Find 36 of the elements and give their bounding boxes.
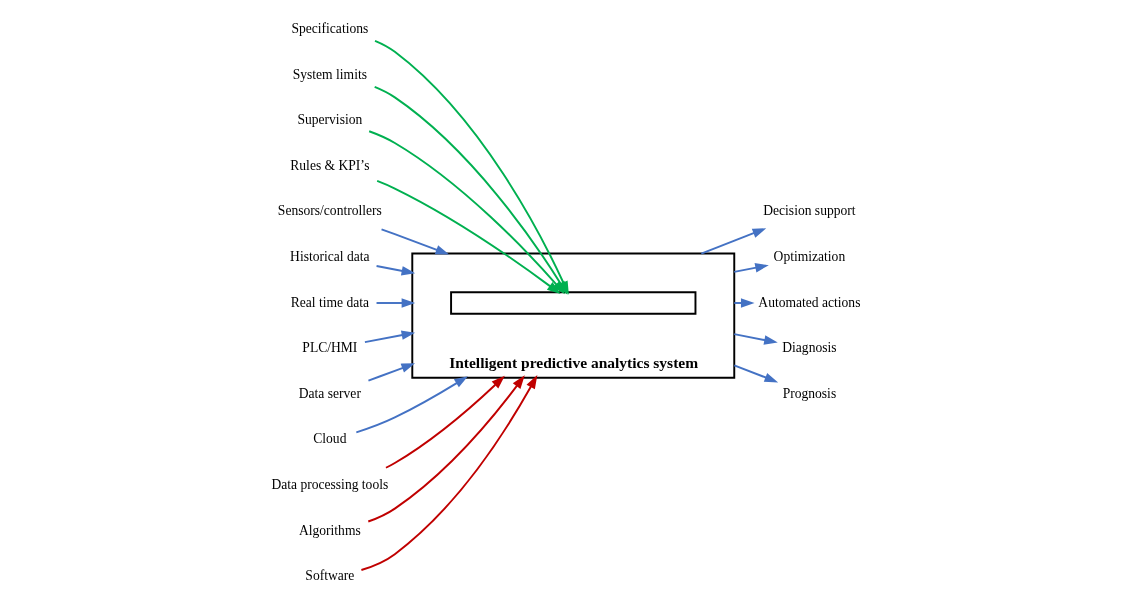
arrow xyxy=(700,228,767,255)
arrow xyxy=(355,376,468,434)
arrow xyxy=(385,375,505,469)
node-text: System limits xyxy=(292,66,367,82)
node-text: Automated actions xyxy=(758,294,861,310)
node-text: Historical data xyxy=(290,249,370,265)
node-text: Specifications xyxy=(291,21,369,37)
node-text: Software xyxy=(305,568,355,584)
cluster: Intelligent predictive analytics system xyxy=(411,252,736,379)
arrow xyxy=(367,363,416,382)
node-text: Optimization xyxy=(773,249,846,265)
node-text: Cloud xyxy=(313,431,347,447)
arrow xyxy=(375,298,416,308)
node-text: Data processing tools xyxy=(271,476,389,492)
arrow xyxy=(363,330,416,344)
arrow xyxy=(733,263,769,273)
arrow xyxy=(733,298,755,308)
node-box xyxy=(450,291,697,315)
arrow xyxy=(367,375,525,523)
node-text: Real time data xyxy=(290,294,370,310)
node-text: PLC/HMI xyxy=(302,340,358,356)
arrow xyxy=(733,364,779,383)
node-text: Diagnosis xyxy=(782,340,837,356)
node-text: Algorithms xyxy=(298,522,361,538)
arrow xyxy=(376,179,561,295)
arrow xyxy=(375,265,416,276)
node-text: Decision support xyxy=(763,203,856,219)
node-text: Supervision xyxy=(297,112,363,128)
node-text: Sensors/controllers xyxy=(277,203,382,219)
node-text: Prognosis xyxy=(782,385,837,401)
arrow xyxy=(368,130,565,295)
arrow xyxy=(360,375,538,571)
arrow xyxy=(733,333,778,345)
node-text: Rules & KPI’s xyxy=(290,157,370,173)
arrow xyxy=(380,228,450,255)
node-text: Data server xyxy=(298,385,361,401)
